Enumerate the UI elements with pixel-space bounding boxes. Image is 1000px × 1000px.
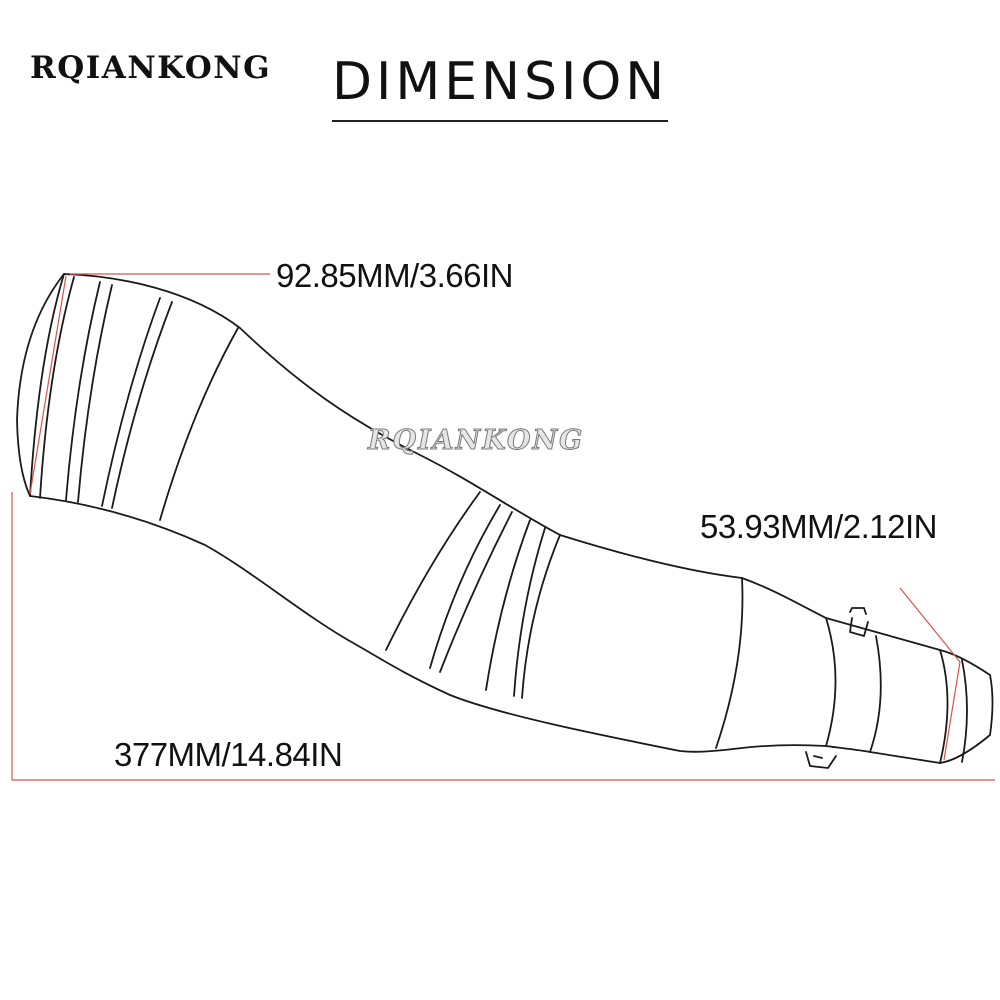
inlet-band-5 xyxy=(159,327,239,521)
inlet-ring-back xyxy=(39,276,75,499)
outlet-band xyxy=(715,577,744,749)
outlet-sleeve-seam-3 xyxy=(939,649,949,764)
outlet-tip xyxy=(961,659,968,763)
mid-band-2 xyxy=(429,504,501,669)
brand-watermark: RQIANKONG xyxy=(367,425,585,457)
outlet-dimension-line xyxy=(943,661,961,761)
inlet-band-3 xyxy=(101,297,161,507)
title-underline xyxy=(332,120,668,122)
mid-band-3 xyxy=(439,511,513,673)
outlet-diameter-label: 53.93MM/2.12IN xyxy=(700,508,937,545)
inlet-band-4 xyxy=(111,301,173,509)
spring-hook-bottom xyxy=(805,751,837,769)
muffler-body-outline xyxy=(16,273,994,764)
mid-band-5 xyxy=(513,527,546,697)
mid-band-1 xyxy=(385,491,481,651)
mid-band-4 xyxy=(485,519,531,691)
inlet-dimension-line xyxy=(29,275,67,495)
spring-hook-top xyxy=(849,607,869,637)
page-title: DIMENSION xyxy=(332,52,669,112)
mid-band-6 xyxy=(521,534,561,699)
outlet-sleeve-seam-1 xyxy=(825,617,837,747)
inlet-band-2 xyxy=(77,284,113,503)
inlet-diameter-label: 92.85MM/3.66IN xyxy=(276,257,513,294)
overall-length-label: 377MM/14.84IN xyxy=(114,736,343,773)
outlet-sleeve-seam-2 xyxy=(869,635,882,753)
outlet-leader-line xyxy=(899,587,961,663)
inlet-band-1 xyxy=(65,281,101,501)
brand-logo: RQIANKONG xyxy=(30,50,272,86)
inlet-ring-front xyxy=(29,273,65,497)
